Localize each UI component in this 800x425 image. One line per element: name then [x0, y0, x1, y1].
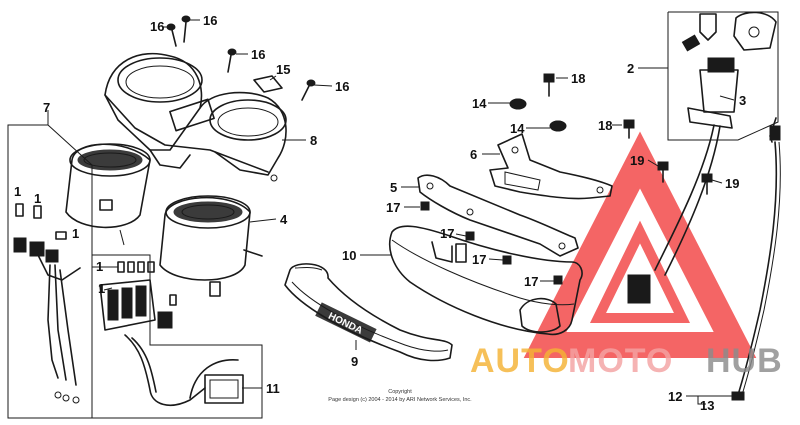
callout-18-b: 18: [598, 118, 612, 133]
callout-2: 2: [627, 61, 634, 76]
meter-case-8: [104, 52, 287, 182]
callout-16-b: 16: [203, 13, 217, 28]
screw-16-d: [301, 79, 316, 101]
callout-11: 11: [266, 381, 280, 396]
group-11-outline: [92, 254, 263, 419]
callout-1-e: 1: [98, 281, 105, 296]
grommet-14-b: [549, 120, 567, 132]
callout-17-c: 17: [472, 252, 486, 267]
meter-visor-9: HONDA: [284, 263, 453, 362]
callout-6: 6: [470, 147, 477, 162]
bulb-sockets-left: [13, 203, 81, 404]
callout-1-d: 1: [96, 259, 103, 274]
wire-harness-11: [124, 334, 244, 406]
meter-cover-10: [388, 225, 583, 336]
callout-12: 12: [668, 389, 682, 404]
nut-17-b: [465, 231, 475, 241]
callout-16-a: 16: [150, 19, 164, 34]
bolt-18-b: [623, 119, 635, 139]
watermark-moto: MOTO: [568, 342, 673, 380]
screw-16-b: [181, 15, 191, 43]
nut-17-c: [502, 255, 512, 265]
callout-8: 8: [310, 133, 317, 148]
nut-17-d: [553, 275, 563, 285]
callout-1-a: 1: [14, 184, 21, 199]
indicator-lights-assembly: [99, 261, 177, 331]
stay-bracket-5: [417, 174, 579, 257]
watermark-wordmark: AUTO MOTO HUB: [470, 342, 783, 380]
callout-17-a: 17: [386, 200, 400, 215]
speedometer: [65, 143, 151, 246]
grommet-14-a: [509, 98, 527, 110]
callout-1-b: 1: [34, 191, 41, 206]
group-2-outline: [667, 11, 779, 141]
callout-4: 4: [280, 212, 288, 227]
callout-16-c: 16: [251, 47, 265, 62]
callout-3: 3: [739, 93, 746, 108]
speedometer-cable-12: [731, 117, 781, 401]
callout-17-d: 17: [524, 274, 538, 289]
callout-9: 9: [351, 354, 358, 369]
bolt-18-a: [543, 73, 555, 97]
callout-1-c: 1: [72, 226, 79, 241]
ignition-key: [681, 11, 777, 52]
bolt-19-b: [701, 173, 713, 195]
copyright-line-2: Page design (c) 2004 - 2014 by ARI Netwo…: [328, 397, 472, 403]
callout-15: 15: [276, 62, 290, 77]
callout-16-d: 16: [335, 79, 349, 94]
callout-10: 10: [342, 248, 356, 263]
callout-5: 5: [390, 180, 397, 195]
watermark-auto: AUTO: [470, 342, 570, 380]
screw-16-a: [166, 23, 177, 47]
callout-19-b: 19: [725, 176, 739, 191]
watermark-hub: HUB: [706, 342, 783, 380]
callout-17-b: 17: [440, 226, 454, 241]
stay-bracket-6: [489, 133, 613, 200]
callout-19-a: 19: [630, 153, 644, 168]
tachometer-4: [159, 195, 263, 297]
callout-7: 7: [43, 100, 50, 115]
copyright-line-1: Copyright: [388, 389, 412, 395]
callout-14-a: 14: [472, 96, 487, 111]
screw-16-c: [227, 48, 237, 73]
callout-18-a: 18: [571, 71, 585, 86]
nut-17-a: [420, 201, 430, 211]
ignition-switch-3: [627, 57, 739, 304]
callout-labels: 16 16 16 16 15 7 8 4 1 1 1 1 1 11 9 10 5…: [14, 13, 746, 413]
callout-14-b: 14: [510, 121, 525, 136]
leader-lines: [47, 19, 735, 405]
callout-13: 13: [700, 398, 714, 413]
gasket-15: [253, 75, 283, 93]
